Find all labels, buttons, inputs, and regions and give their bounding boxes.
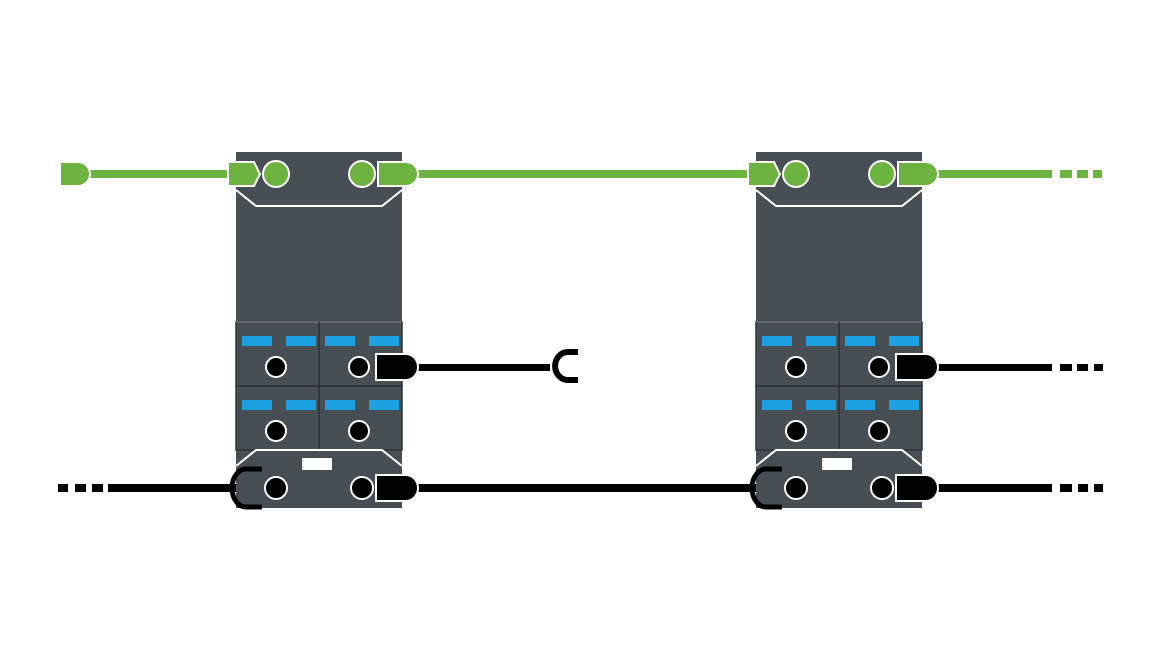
io-port-cell (838, 321, 923, 387)
black-power-socket-icon (749, 466, 782, 510)
blue-status-led-icon (762, 400, 792, 410)
module-header-edge (755, 189, 923, 207)
power-line (58, 484, 1103, 492)
blue-status-led-icon (369, 336, 399, 346)
round-io-port-icon[interactable] (265, 420, 287, 442)
green-fieldbus-socket-icon[interactable] (348, 160, 376, 188)
round-io-port-icon[interactable] (785, 420, 807, 442)
green-fieldbus-plug-icon (897, 161, 939, 187)
fieldbus-line (59, 161, 1102, 187)
io-port-cell (755, 385, 840, 451)
green-fieldbus-socket-icon[interactable] (262, 160, 290, 188)
dotted-continuation-icon (58, 484, 103, 492)
green-fieldbus-plug-icon (227, 161, 262, 187)
green-fieldbus-socket-icon[interactable] (868, 160, 896, 188)
blue-status-led-icon (845, 400, 875, 410)
round-io-port-icon[interactable] (264, 476, 288, 500)
power-cable-segment (928, 484, 1052, 492)
blue-status-led-icon (325, 400, 355, 410)
label-plate (822, 458, 852, 470)
label-plate (302, 458, 332, 470)
round-io-port-icon[interactable] (348, 420, 370, 442)
green-fieldbus-plug-icon (377, 161, 419, 187)
io-cable-segment (928, 364, 1052, 371)
blue-status-led-icon (806, 336, 836, 346)
round-io-port-icon[interactable] (350, 476, 374, 500)
black-power-plug-icon (895, 353, 939, 381)
green-fieldbus-socket-icon[interactable] (782, 160, 810, 188)
io-cable-segment (410, 364, 550, 371)
power-section-edge (235, 449, 403, 467)
blue-status-led-icon (286, 336, 316, 346)
black-power-plug-icon (375, 353, 419, 381)
fieldbus-cable-segment (88, 170, 230, 178)
io-output-line-module-2 (928, 364, 1103, 371)
round-io-port-icon[interactable] (265, 356, 287, 378)
green-fieldbus-plug-icon (747, 161, 782, 187)
round-io-port-icon[interactable] (868, 420, 890, 442)
black-power-plug-icon (375, 474, 419, 502)
dotted-continuation-icon (1060, 484, 1103, 492)
blue-status-led-icon (286, 400, 316, 410)
blue-status-led-icon (889, 336, 919, 346)
green-fieldbus-plug-icon (59, 161, 91, 187)
blue-status-led-icon (845, 336, 875, 346)
black-power-plug-icon (895, 474, 939, 502)
blue-status-led-icon (242, 336, 272, 346)
power-section-edge (755, 449, 923, 467)
io-module-1 (227, 152, 419, 510)
round-io-port-icon[interactable] (348, 356, 370, 378)
blue-status-led-icon (806, 400, 836, 410)
power-cable-segment (410, 484, 756, 492)
blue-status-led-icon (762, 336, 792, 346)
black-power-socket-icon (229, 466, 262, 510)
blue-status-led-icon (325, 336, 355, 346)
round-io-port-icon[interactable] (785, 356, 807, 378)
blue-status-led-icon (889, 400, 919, 410)
power-cable-segment (108, 484, 236, 492)
blue-status-led-icon (242, 400, 272, 410)
io-output-line-module-1 (410, 349, 578, 383)
dotted-continuation-icon (1060, 170, 1102, 178)
fieldbus-cable-segment (928, 170, 1052, 178)
dotted-continuation-icon (1060, 364, 1103, 371)
round-io-port-icon[interactable] (870, 476, 894, 500)
io-module-2 (747, 152, 939, 510)
round-io-port-icon[interactable] (784, 476, 808, 500)
round-io-port-icon[interactable] (868, 356, 890, 378)
black-power-socket-icon (552, 349, 578, 383)
blue-status-led-icon (369, 400, 399, 410)
modules (227, 152, 939, 510)
fieldbus-cable-segment (410, 170, 750, 178)
module-header-edge (235, 189, 403, 207)
